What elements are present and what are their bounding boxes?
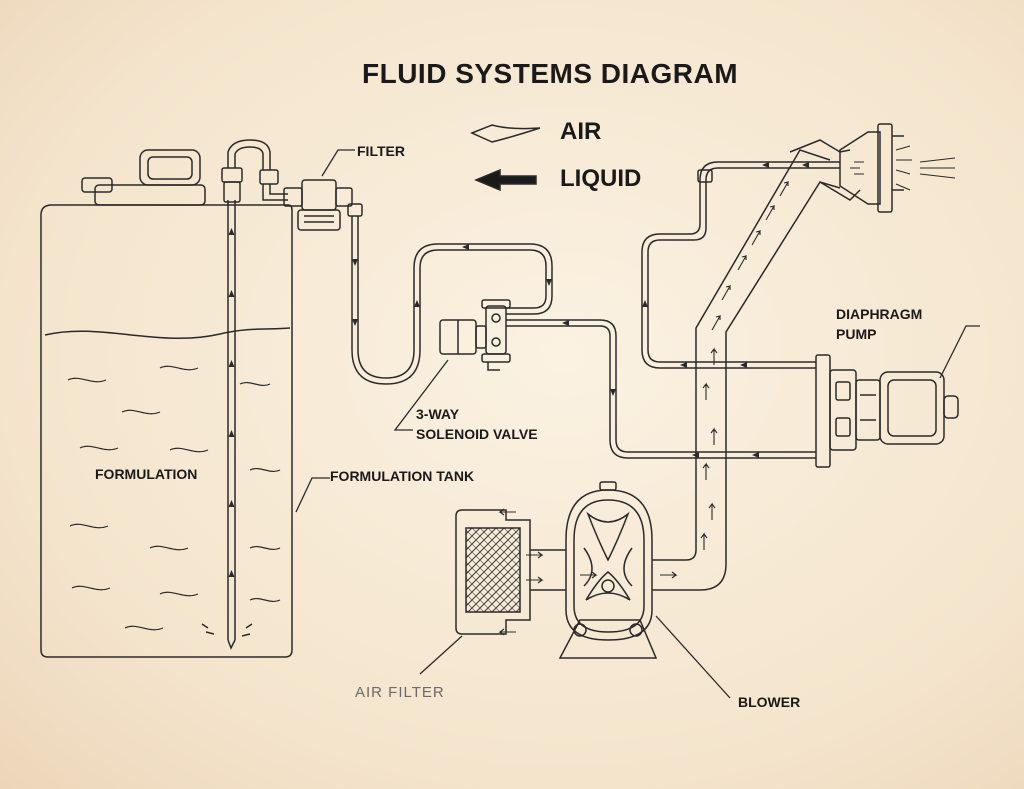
legend-liquid-label: LIQUID — [560, 165, 642, 192]
pickup-flow-arrows — [228, 228, 235, 577]
liquid-lines — [351, 161, 840, 459]
spray-nozzle — [839, 123, 956, 213]
solenoid-label-line1: 3-WAY — [416, 406, 460, 422]
page-title: FLUID SYSTEMS DIAGRAM — [362, 58, 739, 89]
solenoid-label-line2: SOLENOID VALVE — [416, 426, 538, 442]
formulation-tank — [40, 149, 293, 658]
air-duct — [652, 139, 861, 591]
legend-air-arrow — [470, 124, 541, 143]
leader-lines — [295, 149, 980, 699]
solenoid-valve — [439, 299, 511, 371]
filter-label: FILTER — [357, 143, 405, 159]
diaphragm-pump-label-line2: PUMP — [836, 326, 877, 342]
air-filter-unit — [455, 509, 566, 635]
air-filter-label: AIR FILTER — [355, 684, 445, 701]
formulation-label: FORMULATION — [95, 466, 198, 482]
inline-filter — [283, 179, 363, 231]
blower-unit — [558, 481, 658, 659]
diaphragm-pump-label-line1: DIAPHRAGM — [836, 306, 923, 322]
legend-liquid-arrow — [474, 168, 537, 192]
liquid-flow-arrows — [352, 162, 809, 458]
blower-label: BLOWER — [738, 694, 801, 710]
pickup-tube — [201, 139, 288, 650]
legend-air-label: AIR — [560, 118, 602, 145]
formulation-waves — [67, 365, 281, 631]
formulation-tank-label: FORMULATION TANK — [330, 468, 475, 484]
diaphragm-pump — [815, 354, 959, 468]
